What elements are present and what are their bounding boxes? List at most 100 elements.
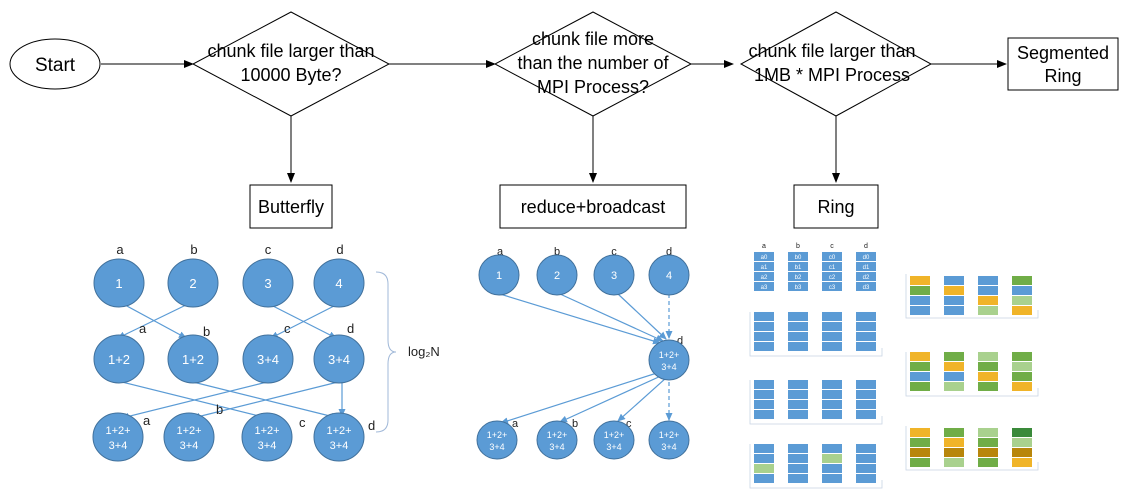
svg-text:1+2+: 1+2+ (105, 425, 130, 437)
butterfly-row2-label-b: b (203, 324, 210, 339)
butterfly-row2-label-d: d (347, 321, 354, 336)
svg-text:d3: d3 (863, 285, 870, 291)
svg-text:3+4: 3+4 (328, 352, 350, 367)
butterfly-row2-label-a: a (139, 321, 147, 336)
butterfly-result-d: 1+2+ 3+4 (313, 412, 365, 462)
svg-text:2: 2 (554, 270, 560, 282)
ring-cell (754, 342, 774, 351)
ring-cell (1012, 458, 1032, 467)
svg-text:c1: c1 (829, 265, 836, 271)
butterfly-row3-label-a: a (143, 413, 151, 428)
ring-decorative-steps (749, 274, 1039, 489)
decision3-line1: chunk file larger than (748, 41, 915, 61)
ring-cell (1012, 448, 1032, 457)
ring-cell (910, 428, 930, 437)
svg-text:b2: b2 (795, 275, 802, 281)
decision1-line2: 10000 Byte? (240, 65, 341, 85)
ring-cell (978, 276, 998, 285)
ring-cell (944, 362, 964, 371)
ring-cell (978, 352, 998, 361)
svg-text:3+4: 3+4 (549, 442, 564, 452)
svg-text:1+2+: 1+2+ (254, 425, 279, 437)
ring-cell (910, 362, 930, 371)
butterfly-node-1: 1 (93, 258, 145, 308)
ring-cell (822, 400, 842, 409)
ring-cell (1012, 352, 1032, 361)
butterfly-top-label-a: a (116, 242, 124, 257)
svg-text:1+2+: 1+2+ (176, 425, 201, 437)
ring-cell (856, 444, 876, 453)
ring-cell (910, 296, 930, 305)
ring-cell (754, 312, 774, 321)
svg-text:a2: a2 (761, 275, 768, 281)
decision3-line2: 1MB * MPI Process (754, 65, 910, 85)
ring-steps-panel: a b c d a0 a1 a2 a3 b0 b1 b2 b3 c0 c1 (749, 243, 1039, 489)
decision-1mb-mpi: chunk file larger than 1MB * MPI Process (739, 11, 933, 117)
ring-cell (754, 322, 774, 331)
decision2-line1: chunk file more (532, 29, 654, 49)
decision-10000-byte: chunk file larger than 10000 Byte? (191, 11, 391, 117)
svg-text:d2: d2 (863, 275, 870, 281)
reduce-top-label-a: a (497, 246, 504, 258)
reduce-top-label-b: b (554, 246, 560, 258)
butterfly-box: Butterfly (249, 184, 333, 229)
reduce-center-label: d (677, 335, 683, 347)
ring-cell (856, 322, 876, 331)
decision1-line1: chunk file larger than (207, 41, 374, 61)
svg-text:3+4: 3+4 (257, 352, 279, 367)
segmented-ring-line2: Ring (1044, 66, 1081, 86)
svg-text:1+2+: 1+2+ (659, 430, 680, 440)
ring-cell (856, 312, 876, 321)
ring-cell (978, 372, 998, 381)
ring-cell (856, 464, 876, 473)
butterfly-row2-label-c: c (284, 321, 291, 336)
ring-col-label-a: a (762, 243, 766, 250)
reduce-top-label-d: d (666, 246, 672, 258)
svg-text:1+2: 1+2 (108, 352, 130, 367)
ring-cell (856, 390, 876, 399)
ring-cell (788, 332, 808, 341)
ring-cell (856, 332, 876, 341)
ring-cell (910, 382, 930, 391)
ring-cell (1012, 428, 1032, 437)
ring-cell (910, 286, 930, 295)
ring-cell (822, 312, 842, 321)
butterfly-top-label-d: d (336, 242, 343, 257)
ring-cell (944, 428, 964, 437)
ring-cell (788, 454, 808, 463)
svg-text:3+4: 3+4 (330, 440, 349, 452)
svg-text:3+4: 3+4 (661, 362, 676, 372)
ring-step-frame (749, 444, 883, 489)
reduce-node-1: 1 (478, 254, 520, 296)
start-label: Start (35, 55, 76, 76)
ring-cell (754, 332, 774, 341)
svg-text:b1: b1 (795, 265, 802, 271)
reduce-result-b: 1+2+ 3+4 (536, 420, 578, 460)
reduce-row3-label-c: c (626, 418, 632, 430)
ring-cell (910, 352, 930, 361)
reduce-broadcast-label: reduce+broadcast (521, 197, 666, 217)
ring-cell (978, 296, 998, 305)
ring-cell (856, 454, 876, 463)
ring-cell (788, 322, 808, 331)
ring-cell (944, 276, 964, 285)
ring-cell (788, 410, 808, 419)
ring-cell (944, 352, 964, 361)
ring-cell (910, 448, 930, 457)
ring-box: Ring (793, 184, 879, 229)
ring-label: Ring (817, 197, 854, 217)
ring-cell (910, 458, 930, 467)
butterfly-node-3: 3 (242, 258, 294, 308)
svg-text:3+4: 3+4 (109, 440, 128, 452)
svg-text:1: 1 (496, 270, 502, 282)
butterfly-top-label-c: c (265, 242, 272, 257)
ring-cell (754, 390, 774, 399)
svg-text:3+4: 3+4 (180, 440, 199, 452)
butterfly-node-2: 2 (167, 258, 219, 308)
svg-text:1+2+: 1+2+ (659, 350, 680, 360)
butterfly-node-1plus2-b: 1+2 (167, 334, 219, 384)
ring-cell (788, 312, 808, 321)
ring-step-frame (905, 274, 1039, 319)
svg-text:1+2+: 1+2+ (604, 430, 625, 440)
svg-text:3+4: 3+4 (606, 442, 621, 452)
